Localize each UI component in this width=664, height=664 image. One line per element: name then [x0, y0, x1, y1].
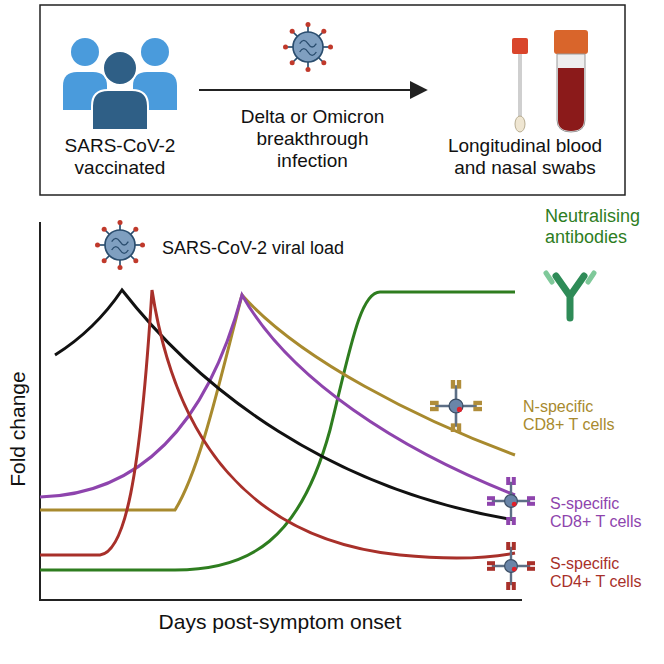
s-cd4-curve	[40, 290, 515, 558]
sample-tubes-icon	[512, 30, 588, 132]
t-cell-icon	[430, 380, 482, 432]
icon	[45, 20, 195, 135]
curve-label: Neutralising antibodies	[545, 206, 655, 247]
edge-label: Delta or Omicron breakthrough infection	[228, 106, 398, 172]
sample-group: Longitudinal blood and nasal swabs	[430, 20, 620, 179]
axis-title: Fold change	[6, 354, 30, 504]
cohort-group: SARS-CoV-2 vaccinated	[45, 20, 195, 179]
antibody-icon	[546, 273, 594, 318]
arrow-connector	[199, 89, 426, 91]
virus-icon	[283, 22, 333, 72]
node-caption: Longitudinal blood and nasal swabs	[430, 135, 620, 179]
node-caption: SARS-CoV-2 vaccinated	[45, 135, 195, 179]
n-cd8-curve	[40, 295, 515, 510]
curve-label: SARS-CoV-2 viral load	[162, 238, 362, 259]
s-cd8-curve	[40, 295, 515, 497]
t-cell-icon	[487, 542, 535, 590]
curve-label: S-specific CD8+ T cells	[550, 495, 654, 532]
icon	[450, 20, 600, 135]
people-icon	[63, 38, 177, 130]
t-cell-icon	[487, 477, 535, 525]
viral-load-curve	[55, 290, 515, 520]
axis-title: Days post-symptom onset	[40, 610, 520, 634]
axes	[40, 222, 522, 600]
study-frame	[40, 5, 625, 195]
virus-icon	[95, 220, 145, 270]
curve-label: N-specific CD8+ T cells	[523, 398, 638, 435]
curves	[40, 290, 515, 570]
curve-label: S-specific CD4+ T cells	[550, 555, 654, 592]
